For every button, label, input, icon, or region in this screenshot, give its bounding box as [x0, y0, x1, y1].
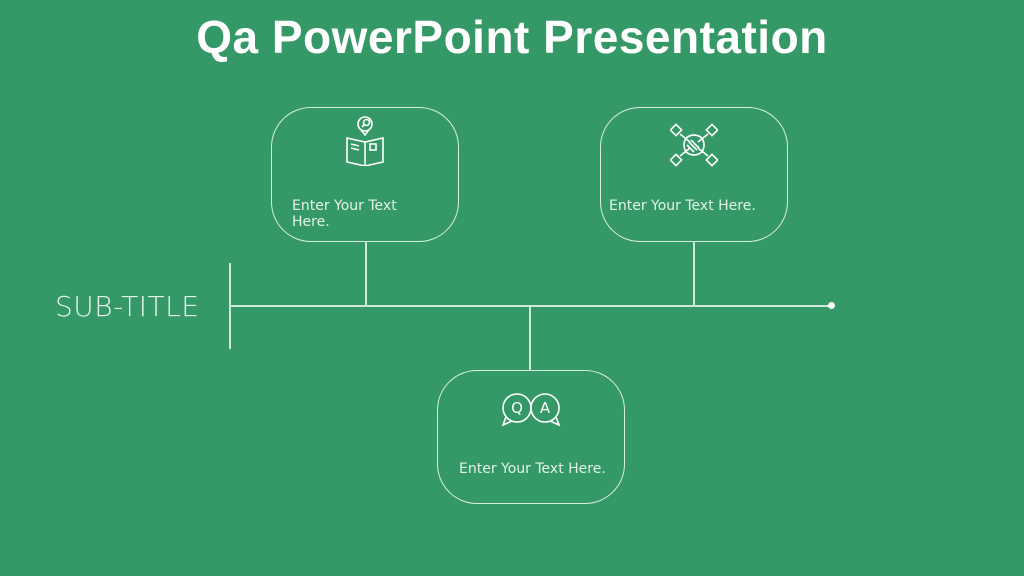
timeline-card-2[interactable]: Enter Your Text Here. — [600, 107, 788, 242]
timeline-card-1[interactable]: Enter Your Text Here. — [271, 107, 459, 242]
connector-card-3 — [529, 306, 531, 370]
card-2-text: Enter Your Text Here. — [609, 198, 756, 214]
qa-chat-bubbles-icon: Q A — [501, 393, 561, 427]
connector-card-1 — [365, 242, 367, 305]
card-1-text: Enter Your Text Here. — [292, 198, 397, 230]
timeline-axis — [230, 305, 832, 307]
team-hands-icon — [670, 123, 718, 167]
book-search-icon — [346, 116, 384, 166]
svg-text:A: A — [540, 399, 551, 417]
timeline-start-bar — [229, 263, 231, 349]
connector-card-2 — [693, 242, 695, 305]
svg-text:Q: Q — [511, 399, 523, 417]
timeline-end-dot — [828, 302, 835, 309]
card-3-text: Enter Your Text Here. — [459, 461, 606, 477]
slide-title: Qa PowerPoint Presentation — [196, 11, 828, 63]
slide-subtitle: SUB-TITLE — [55, 290, 200, 323]
timeline-card-3[interactable]: Q A Enter Your Text Here. — [437, 370, 625, 504]
